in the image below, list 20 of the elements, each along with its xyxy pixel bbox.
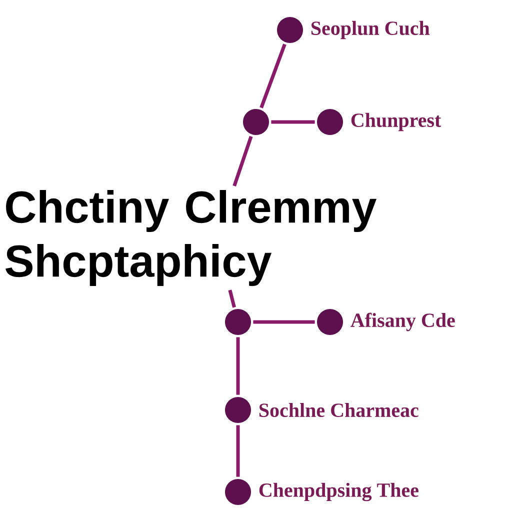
- dot: [225, 309, 251, 335]
- connector-line: [232, 136, 253, 186]
- connector-line: [236, 337, 240, 395]
- dot-label: Sochlne Charmeac: [259, 402, 418, 418]
- dot: [225, 397, 251, 423]
- dot-label: Afisany Cde: [350, 312, 455, 332]
- connector-line: [271, 120, 315, 124]
- connector-line: [260, 44, 286, 108]
- title-text: Chctiny Clremmy Shcptaphicy: [6, 190, 377, 286]
- dot-label: Chunprest: [351, 112, 442, 132]
- connector-line: [253, 320, 315, 324]
- dot: [225, 479, 251, 505]
- dot: [317, 309, 343, 335]
- dot: [317, 109, 343, 135]
- dot-label: Chenpdpsing Thee: [259, 482, 418, 502]
- dot: [243, 109, 269, 135]
- dot: [277, 17, 303, 43]
- dot-label: Seoplun Cuch: [311, 20, 430, 40]
- connector-line: [228, 290, 236, 308]
- connector-line: [236, 425, 240, 477]
